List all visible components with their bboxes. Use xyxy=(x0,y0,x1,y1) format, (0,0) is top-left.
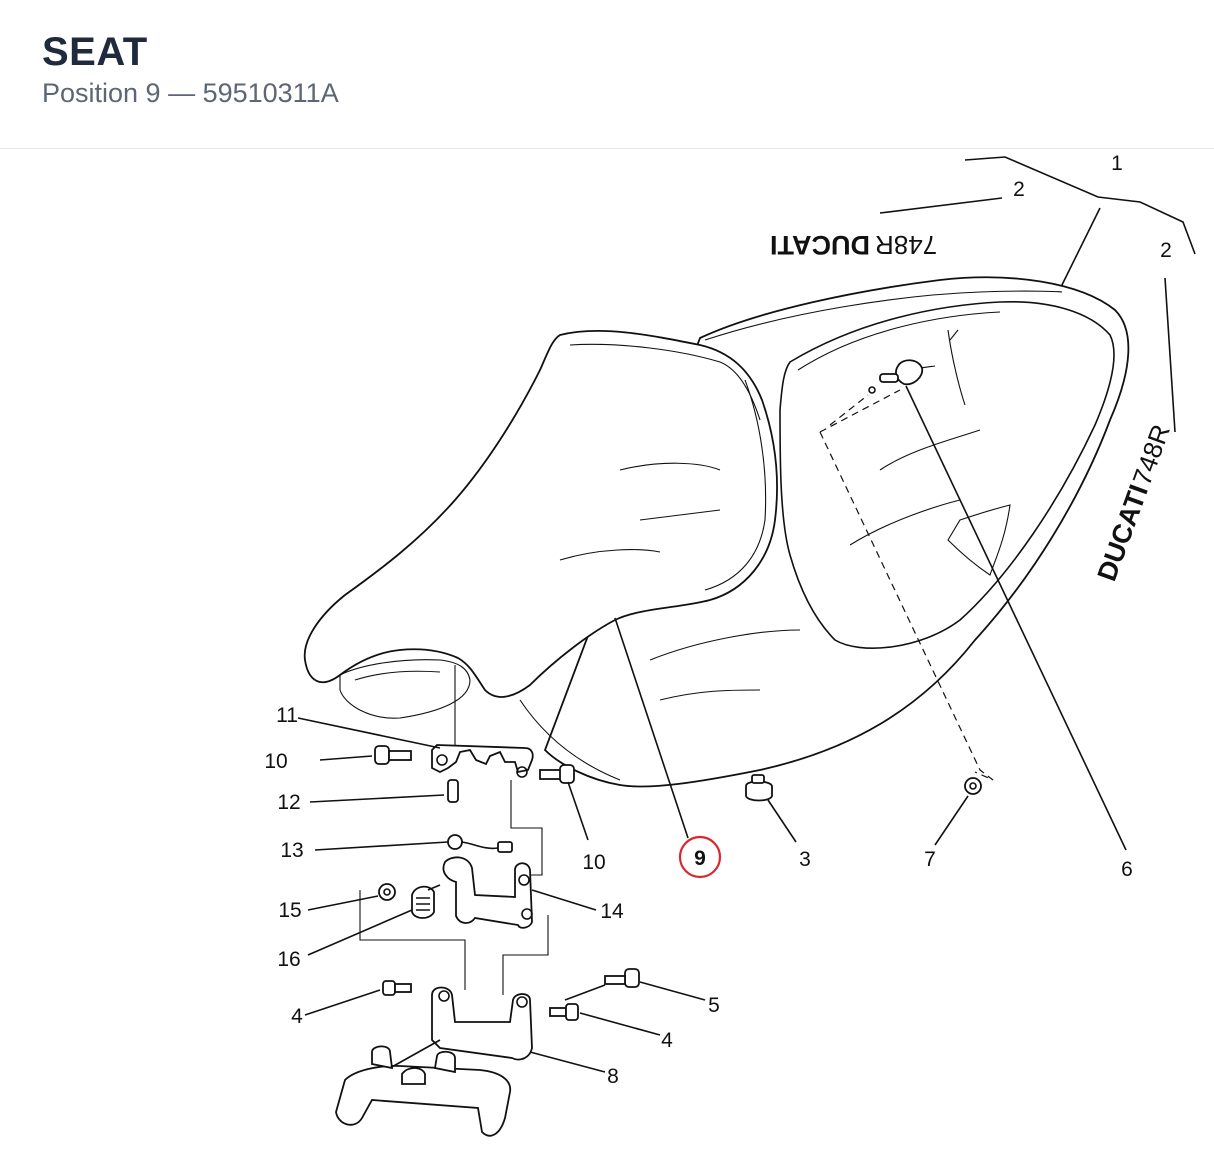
page-title: SEAT xyxy=(42,30,148,74)
callout-12[interactable]: 12 xyxy=(277,791,300,814)
callout-9[interactable]: 9 xyxy=(694,847,706,870)
lock-6 xyxy=(829,359,1127,851)
callout-4-left[interactable]: 4 xyxy=(291,1005,303,1028)
hinge-14 xyxy=(442,856,597,929)
bolt-10-left xyxy=(319,745,412,765)
selected-callout-9[interactable]: 9 xyxy=(678,835,722,879)
red-circle-icon xyxy=(678,835,722,879)
lower-bracket-8 xyxy=(431,986,606,1073)
nut-7 xyxy=(819,389,994,846)
decal-side-brand: DUCATI xyxy=(1092,481,1154,585)
callout-11[interactable]: 11 xyxy=(276,704,298,727)
callout-4-right[interactable]: 4 xyxy=(661,1029,673,1052)
callout-1[interactable]: 1 xyxy=(1111,152,1123,175)
assembly-path-lines xyxy=(359,780,549,995)
grommet-3 xyxy=(745,774,797,843)
screw-4-left xyxy=(304,980,412,1016)
screw-12 xyxy=(309,779,459,803)
decal-top-model: 748R xyxy=(875,230,937,260)
callout-2-top[interactable]: 2 xyxy=(1013,178,1025,201)
bolt-10-right xyxy=(539,764,589,841)
callout-7[interactable]: 7 xyxy=(924,848,936,871)
frame-mount xyxy=(335,1039,512,1137)
callout-6[interactable]: 6 xyxy=(1121,858,1133,881)
callout-16[interactable]: 16 xyxy=(277,948,300,971)
seat-body xyxy=(303,276,1130,839)
callout-3[interactable]: 3 xyxy=(799,848,811,871)
decal-top: DUCATI 748R xyxy=(770,197,1003,260)
callout-labels: 1 2 2 3 7 6 11 10 12 10 13 15 14 16 5 4 … xyxy=(264,152,1172,1088)
callout-15[interactable]: 15 xyxy=(278,899,301,922)
decal-side-model: 748R xyxy=(1126,420,1175,489)
cable-13 xyxy=(314,834,513,853)
callout-5[interactable]: 5 xyxy=(708,994,720,1017)
screw-5 xyxy=(564,968,706,1001)
callout-10-right[interactable]: 10 xyxy=(582,851,605,874)
callout-8[interactable]: 8 xyxy=(607,1065,619,1088)
spacer-15 xyxy=(307,883,396,911)
spring-16 xyxy=(307,884,441,956)
callout-10-left[interactable]: 10 xyxy=(264,750,287,773)
group-bracket-part-1 xyxy=(964,156,1196,294)
hinge-bracket-upper xyxy=(431,744,534,778)
decal-top-brand: DUCATI xyxy=(770,230,870,260)
page-subtitle: Position 9 — 59510311A xyxy=(42,78,339,108)
screw-4-right xyxy=(549,1003,661,1036)
callout-2-side[interactable]: 2 xyxy=(1160,239,1172,262)
exploded-parts-diagram: DUCATI 748R DUCATI 748R xyxy=(0,149,1214,1165)
callout-14[interactable]: 14 xyxy=(600,900,624,923)
page-header: SEAT Position 9 — 59510311A xyxy=(0,0,1214,149)
callout-13[interactable]: 13 xyxy=(280,839,303,862)
diagram-svg: DUCATI 748R DUCATI 748R xyxy=(264,152,1196,1137)
